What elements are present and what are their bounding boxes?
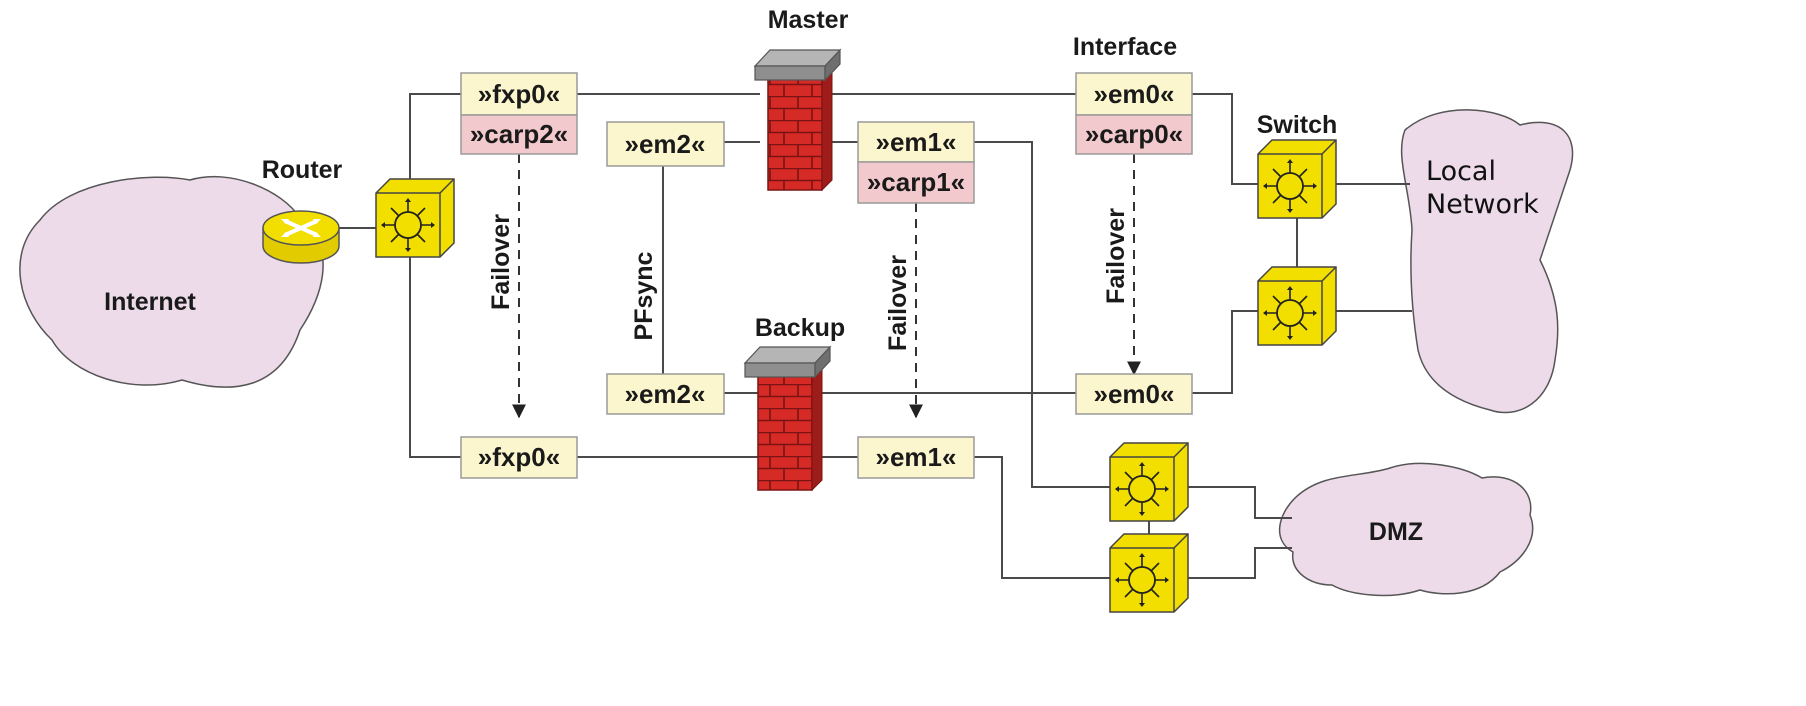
router-icon: [262, 210, 340, 264]
failover-label-fxp0: Failover: [487, 214, 515, 310]
local-network-cloud: Local Network: [1400, 109, 1574, 414]
master-carp0-box: »carp0«: [1075, 114, 1193, 155]
backup-label: Backup: [755, 314, 845, 342]
local-switch-master-icon: [1257, 139, 1337, 219]
internet-cloud: Internet: [19, 175, 324, 388]
backup-fxp0-label: »fxp0«: [478, 442, 560, 472]
local-network-label-line2: Network: [1426, 189, 1539, 220]
failover-label-em0: Failover: [1102, 208, 1130, 304]
edge-switch-icon: [375, 178, 455, 258]
backup-em2-box: »em2«: [606, 373, 725, 415]
failover-arrows: [512, 154, 1141, 419]
master-fxp0-label: »fxp0«: [478, 79, 560, 109]
network-links: [338, 93, 1412, 579]
master-carp1-label: »carp1«: [867, 167, 965, 197]
backup-em1-label: »em1«: [876, 442, 957, 472]
master-carp0-label: »carp0«: [1085, 119, 1183, 149]
router-label: Router: [262, 156, 343, 184]
master-em0-label: »em0«: [1094, 79, 1175, 109]
dmz-label: DMZ: [1369, 518, 1423, 546]
master-label: Master: [768, 6, 849, 34]
master-em2-box: »em2«: [606, 121, 725, 167]
internet-label: Internet: [104, 288, 196, 316]
failover-label-em1: Failover: [884, 255, 912, 351]
master-carp2-box: »carp2«: [460, 114, 578, 155]
backup-em1-box: »em1«: [857, 436, 975, 479]
backup-em2-label: »em2«: [625, 379, 706, 409]
local-switch-backup-icon: [1257, 266, 1337, 346]
master-firewall-icon: [753, 48, 842, 192]
backup-em0-label: »em0«: [1094, 379, 1175, 409]
switch-label: Switch: [1257, 111, 1338, 139]
pfsync-label: PFsync: [630, 251, 658, 340]
master-carp2-label: »carp2«: [470, 119, 568, 149]
master-em1-label: »em1«: [876, 127, 957, 157]
dmz-switch-master-icon: [1109, 442, 1189, 522]
master-fxp0-box: »fxp0«: [460, 72, 578, 116]
master-em2-label: »em2«: [625, 129, 706, 159]
interface-label: Interface: [1073, 33, 1177, 61]
master-em0-box: »em0«: [1075, 72, 1193, 116]
dmz-switch-backup-icon: [1109, 533, 1189, 613]
backup-fxp0-box: »fxp0«: [460, 436, 578, 479]
backup-firewall-icon: [743, 345, 832, 492]
dmz-cloud: DMZ: [1278, 462, 1534, 597]
master-em1-box: »em1«: [857, 121, 975, 163]
master-carp1-box: »carp1«: [857, 161, 975, 204]
backup-em0-box: »em0«: [1075, 373, 1193, 415]
local-network-label-line1: Local: [1426, 156, 1496, 187]
